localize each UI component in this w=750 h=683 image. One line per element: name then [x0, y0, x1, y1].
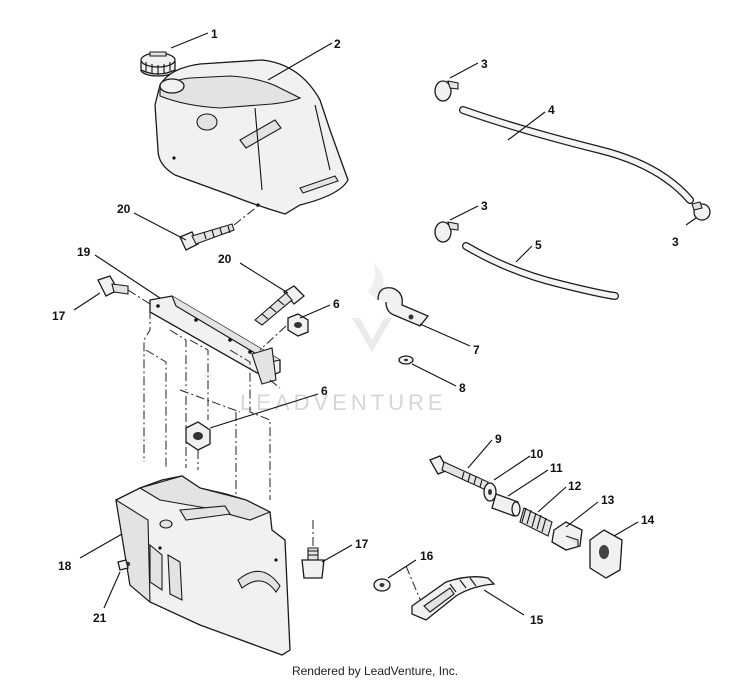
shoulder-bolt-upper[interactable] [97, 275, 151, 305]
callout-10: 10 [530, 447, 544, 461]
choke-knob[interactable] [589, 529, 623, 579]
decal-washer[interactable] [373, 578, 391, 592]
assembly-lines [143, 310, 423, 605]
fuel-line-short[interactable] [462, 242, 619, 300]
watermark-text: LEADVENTURE [240, 390, 447, 415]
washer-small[interactable] [398, 355, 414, 365]
tank-support-bracket[interactable] [149, 295, 281, 385]
callout-16: 16 [420, 549, 434, 563]
tank-mounting-screw[interactable] [179, 205, 259, 251]
callout-3-upper: 3 [481, 57, 488, 71]
bracket-bolt[interactable] [254, 285, 305, 326]
flat-washer[interactable] [483, 482, 497, 502]
callout-labels: 1 2 3 3 3 4 5 6 6 7 8 9 10 11 12 13 14 1… [52, 27, 679, 627]
throttle-plate[interactable] [411, 576, 496, 621]
callout-12: 12 [568, 479, 582, 493]
hose-clamp-upper[interactable] [434, 80, 459, 102]
callout-4: 4 [548, 103, 555, 117]
callout-11: 11 [550, 461, 563, 475]
hex-nut-upper[interactable] [287, 313, 309, 337]
callout-20-lower: 20 [218, 252, 232, 266]
callout-17-lower: 17 [355, 537, 369, 551]
fuel-line-clip[interactable] [377, 287, 430, 327]
callout-5: 5 [535, 238, 542, 252]
callout-17-upper: 17 [52, 309, 66, 323]
callout-19: 19 [77, 245, 91, 259]
callout-1: 1 [211, 27, 218, 41]
callout-14: 14 [641, 513, 655, 527]
callout-7: 7 [473, 343, 480, 357]
callout-18: 18 [58, 559, 72, 573]
choke-lever[interactable] [551, 521, 583, 551]
footer-credit: Rendered by LeadVenture, Inc. [291, 664, 459, 678]
callout-15: 15 [530, 613, 544, 627]
carriage-bolt[interactable] [429, 455, 489, 491]
callout-6-lower: 6 [321, 384, 328, 398]
hose-clamp-middle[interactable] [434, 221, 459, 243]
callout-3-right: 3 [672, 235, 679, 249]
callout-3-middle: 3 [481, 199, 488, 213]
callout-9: 9 [495, 432, 502, 446]
hex-nut-lower[interactable] [185, 421, 211, 451]
leader-lines [73, 32, 697, 616]
callout-21: 21 [93, 611, 107, 625]
fuel-tank[interactable] [154, 59, 349, 215]
callout-6-upper: 6 [333, 297, 340, 311]
fuel-line-long[interactable] [459, 106, 694, 204]
callout-13: 13 [601, 493, 615, 507]
hose-clamp-right[interactable] [691, 201, 711, 221]
dash-panel[interactable] [115, 475, 291, 656]
shoulder-bolt-lower[interactable] [301, 520, 325, 579]
callout-2: 2 [334, 37, 341, 51]
compression-spring[interactable] [519, 507, 553, 537]
small-screw[interactable] [117, 559, 129, 571]
callout-20-upper: 20 [117, 202, 131, 216]
fuel-cap[interactable] [140, 51, 176, 77]
watermark-logo [352, 262, 392, 352]
callout-8: 8 [459, 381, 466, 395]
spacer-tube[interactable] [491, 493, 521, 517]
